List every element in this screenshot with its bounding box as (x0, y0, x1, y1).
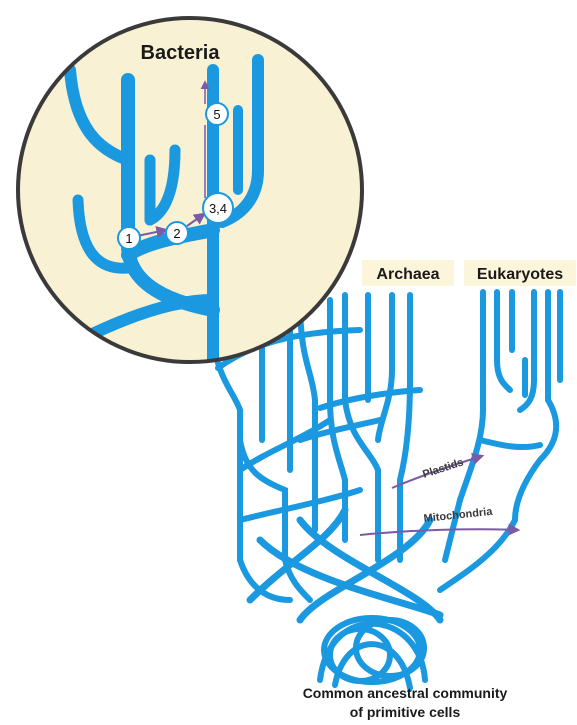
eukaryotes-label: Eukaryotes (477, 266, 563, 283)
root-caption: Common ancestral community of primitive … (303, 685, 508, 720)
mitochondria-label: Mitochondria (423, 506, 494, 525)
event-node-3-4: 3,4 (203, 193, 233, 223)
root-caption-line1: Common ancestral community (303, 685, 508, 701)
root-caption-line2: of primitive cells (350, 704, 461, 720)
event-node-2: 2 (166, 222, 188, 244)
domain-labels: Archaea Eukaryotes (362, 260, 576, 286)
svg-text:5: 5 (213, 107, 220, 122)
svg-text:3,4: 3,4 (209, 201, 227, 216)
svg-text:1: 1 (125, 231, 132, 246)
root-tangle (320, 618, 425, 688)
bacteria-zoom-circle: Bacteria 1 2 3,4 5 (18, 18, 362, 380)
plastids-label: Plastids (421, 456, 465, 480)
mitochondria-arrow (360, 529, 518, 535)
main-tree (215, 292, 560, 688)
bacteria-title: Bacteria (141, 42, 221, 64)
mitochondria-transfer: Mitochondria (360, 506, 518, 535)
event-node-5: 5 (206, 103, 228, 125)
eukaryote-branches (440, 292, 560, 590)
archaea-label: Archaea (376, 266, 439, 283)
svg-text:2: 2 (173, 226, 180, 241)
event-node-1: 1 (118, 227, 140, 249)
